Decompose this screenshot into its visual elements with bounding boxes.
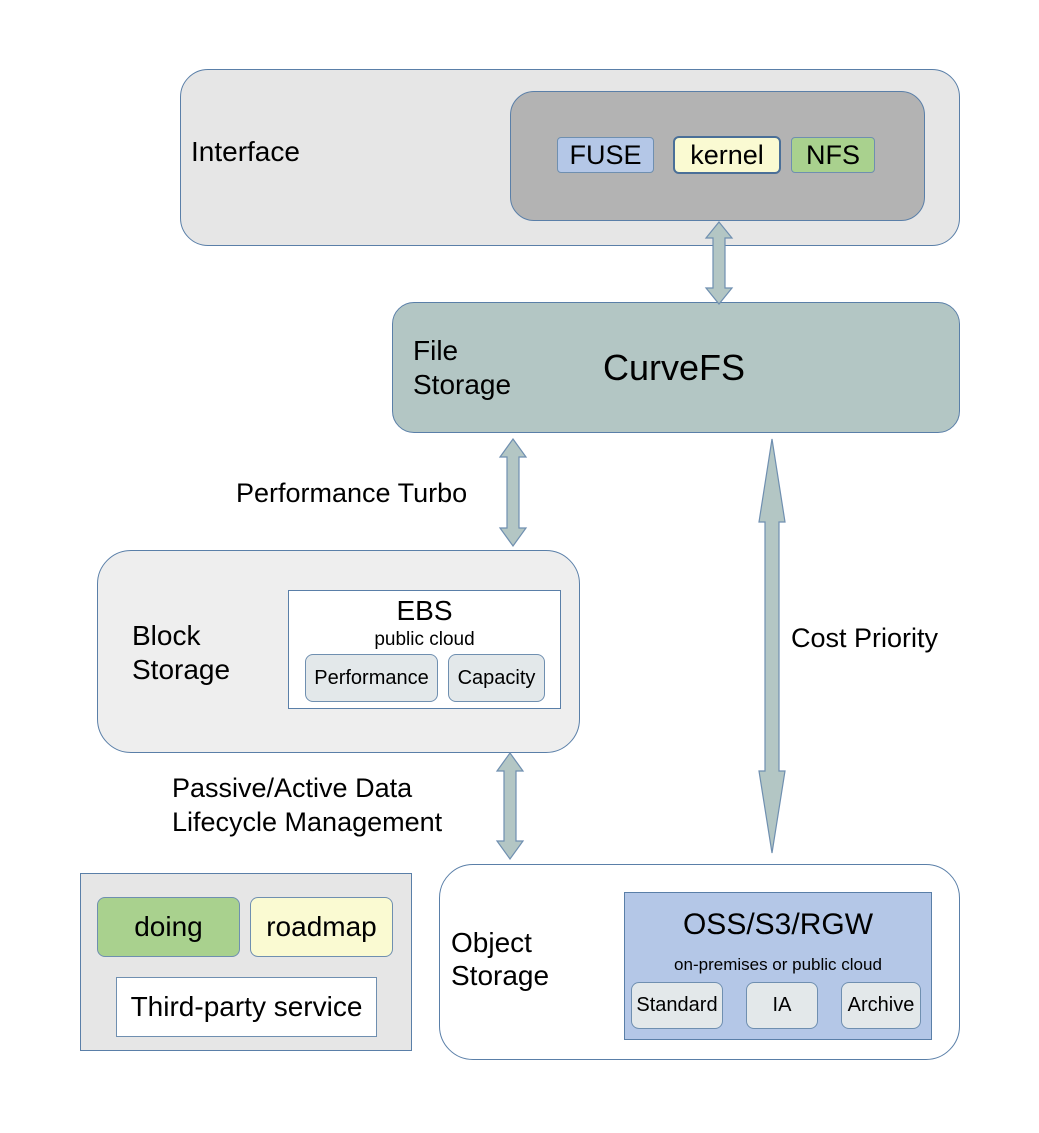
oss-standard-tier: Standard <box>631 982 723 1029</box>
file-storage-label-line1: File <box>413 335 459 366</box>
fuse-chip: FUSE <box>557 137 654 173</box>
oss-subtitle: on-premises or public cloud <box>674 955 882 974</box>
lifecycle-arrow <box>495 751 525 861</box>
cost-priority-arrow <box>758 438 786 854</box>
kernel-chip: kernel <box>673 136 781 174</box>
oss-archive-tier: Archive <box>841 982 921 1029</box>
lifecycle-label-line1: Passive/Active Data <box>172 773 413 803</box>
object-storage-label-line1: Object <box>451 927 532 958</box>
cost-priority-label: Cost Priority <box>791 623 939 653</box>
ebs-subtitle: public cloud <box>374 629 475 650</box>
interface-label: Interface <box>191 136 300 167</box>
file-storage-label-line2: Storage <box>413 369 512 400</box>
lifecycle-label-line2: Lifecycle Management <box>172 807 443 837</box>
block-storage-label-line1: Block <box>132 620 201 651</box>
ebs-title: EBS <box>396 595 453 626</box>
performance-turbo-arrow <box>498 437 528 548</box>
legend-roadmap: roadmap <box>250 897 393 957</box>
oss-ia-tier: IA <box>746 982 818 1029</box>
block-storage-label-line2: Storage <box>132 654 231 685</box>
legend-doing: doing <box>97 897 240 957</box>
performance-turbo-label: Performance Turbo <box>236 478 468 508</box>
curvefs-title: CurveFS <box>603 347 746 388</box>
legend-third-party: Third-party service <box>116 977 377 1037</box>
ebs-performance-tier: Performance <box>305 654 438 702</box>
ebs-capacity-tier: Capacity <box>448 654 545 702</box>
object-storage-label-line2: Storage <box>451 960 550 991</box>
oss-title: OSS/S3/RGW <box>682 908 874 941</box>
nfs-chip: NFS <box>791 137 875 173</box>
interface-curvefs-arrow <box>704 221 734 305</box>
file-storage-panel <box>392 302 960 433</box>
